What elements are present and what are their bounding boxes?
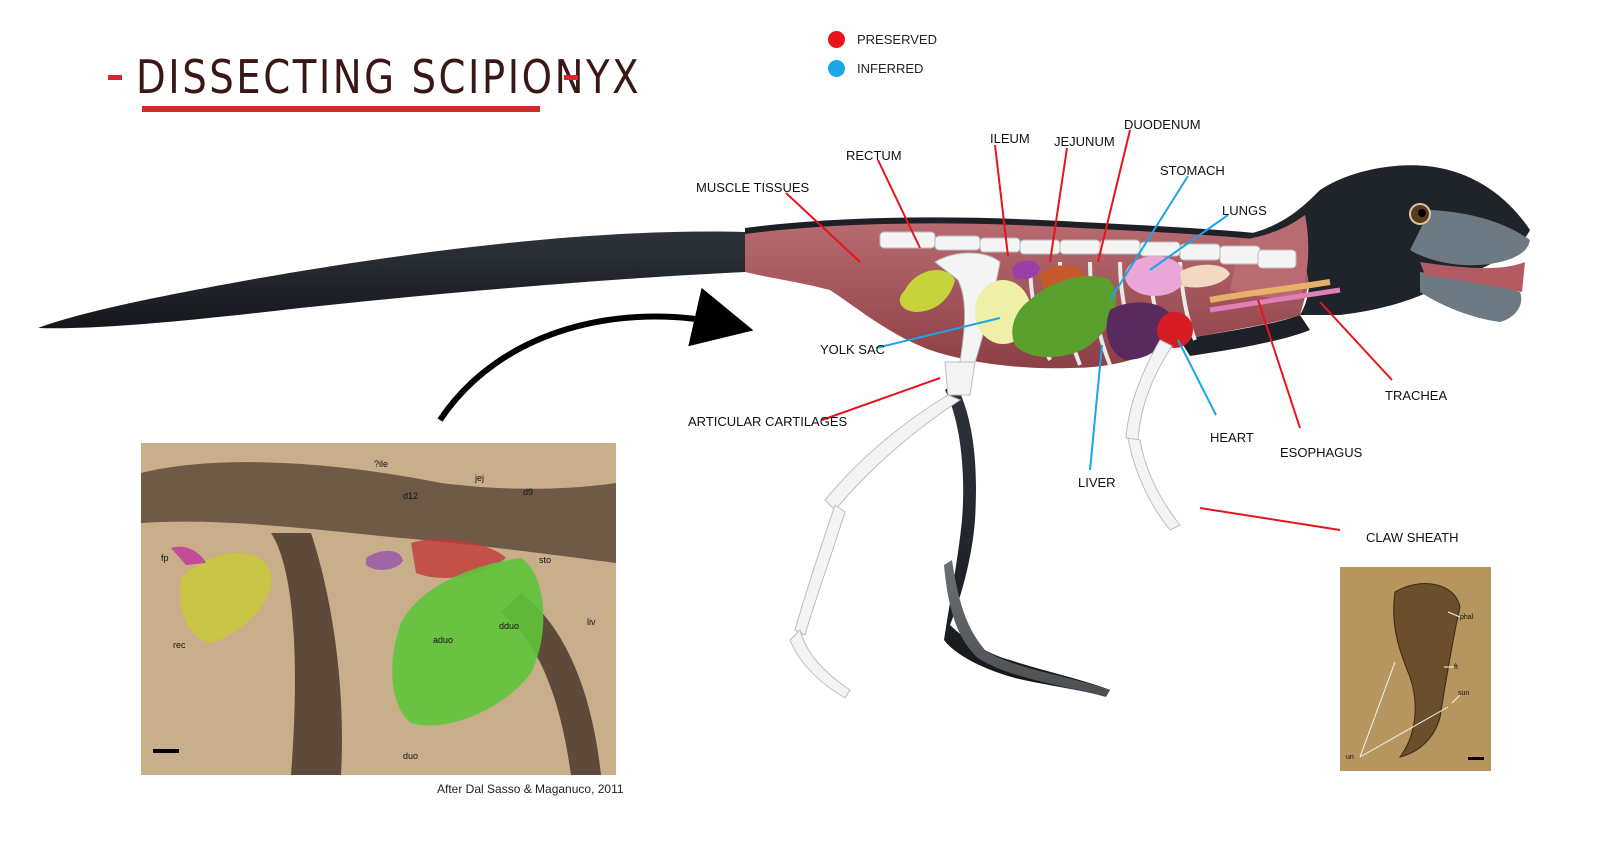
label-articular-cartilages: ARTICULAR CARTILAGES (688, 414, 848, 429)
hind-leg-far (944, 382, 1110, 696)
page-title: DISSECTING SCIPIONYX (136, 50, 642, 104)
liver-organ (1106, 302, 1172, 360)
fossil-label-aduo: aduo (433, 635, 453, 645)
label-esophagus: ESOPHAGUS (1280, 445, 1363, 460)
label-rectum: RECTUM (846, 148, 902, 163)
fossil-label-rec: rec (173, 640, 186, 650)
claw-photo-inset: phal ft sun un (1340, 567, 1491, 771)
legend-label: PRESERVED (857, 32, 937, 47)
fossil-label-liv: liv (587, 617, 596, 627)
fossil-duodenum-highlight (392, 558, 544, 726)
label-trachea: TRACHEA (1385, 388, 1448, 403)
label-jejunum: JEJUNUM (1054, 134, 1115, 149)
label-stomach: STOMACH (1160, 163, 1225, 178)
fossil-label-d9: d9 (523, 487, 533, 497)
claw-label-phal: phal (1460, 614, 1474, 621)
label-heart: HEART (1210, 430, 1254, 445)
label-duodenum: DUODENUM (1124, 117, 1201, 132)
fossil-label-fp: fp (161, 553, 169, 563)
fossil-label-jej: jej (474, 473, 484, 483)
fossil-label-duo: duo (403, 751, 418, 761)
esophagus-organ (1209, 279, 1331, 303)
label-liver: LIVER (1078, 475, 1116, 490)
vertebral-column (879, 231, 1297, 269)
hind-foot-far (944, 560, 1110, 697)
inferred-dot-icon (828, 60, 845, 77)
mouth (1420, 262, 1525, 292)
label-claw-sheath: CLAW SHEATH (1366, 530, 1459, 545)
fossil-ileum-highlight (366, 550, 403, 570)
title-dash-right (564, 75, 578, 80)
trachea-organ (1209, 287, 1341, 313)
heart-organ (1157, 312, 1193, 348)
forelimb-skeleton (1125, 339, 1181, 531)
image-credit: After Dal Sasso & Maganuco, 2011 (437, 782, 624, 796)
fossil-label-dduo: dduo (499, 621, 519, 631)
claw-sheath-fossil (1393, 583, 1461, 758)
ileum-organ (1012, 260, 1040, 280)
label-muscle-tissues: MUSCLE TISSUES (696, 180, 810, 195)
fossil-label-ile: ?ile (374, 459, 388, 469)
tail (38, 231, 745, 329)
legend-item-preserved: PRESERVED (828, 31, 937, 48)
link-arrow (437, 287, 754, 422)
fossil-label-d12: d12 (403, 491, 418, 501)
legend-label: INFERRED (857, 61, 924, 76)
claw-label-ft: ft (1454, 664, 1458, 671)
stomach-organ (1125, 256, 1185, 296)
fossil-label-sto: sto (539, 555, 551, 565)
legend-item-inferred: INFERRED (828, 60, 923, 77)
claw-label-sun: sun (1458, 690, 1469, 697)
title-underline (142, 106, 540, 112)
rectum-organ (899, 269, 955, 312)
head-jaw (1420, 272, 1522, 322)
head-snout (1410, 210, 1530, 266)
title-dash-left (108, 75, 122, 80)
duodenum-organ (1012, 276, 1117, 358)
label-ileum: ILEUM (990, 131, 1030, 146)
lungs-organ (1180, 264, 1230, 288)
preserved-dot-icon (828, 31, 845, 48)
leader-lines (785, 129, 1393, 531)
fossil-fp-highlight (171, 546, 206, 565)
title-block: DISSECTING SCIPIONYX (108, 48, 639, 112)
label-lungs: LUNGS (1222, 203, 1267, 218)
label-yolk-sac: YOLK SAC (820, 342, 886, 357)
fossil-photo-inset: ?ile d12 jej d9 fp sto aduo dduo liv rec… (141, 443, 616, 775)
claw-label-un: un (1346, 754, 1354, 761)
fossil-rectum-highlight (179, 552, 272, 643)
hind-leg-skeleton (789, 361, 976, 699)
